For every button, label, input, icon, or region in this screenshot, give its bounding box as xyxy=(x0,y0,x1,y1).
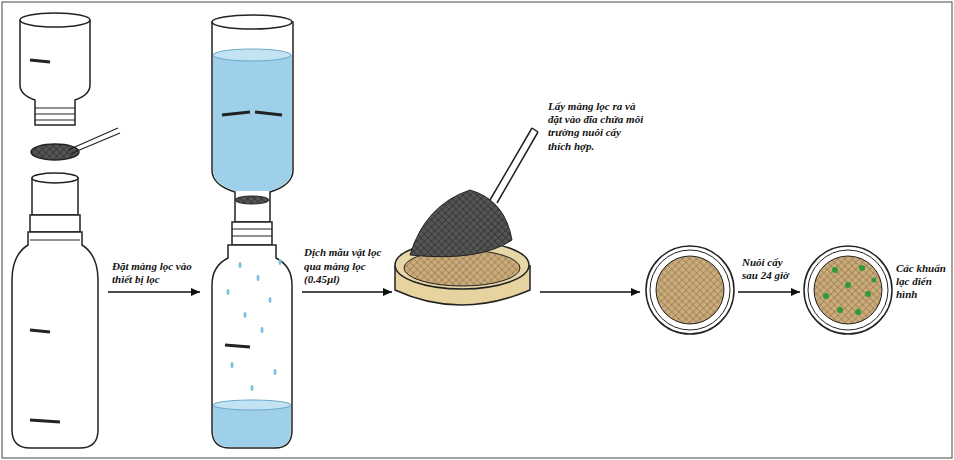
result-label: Các khuẩn lạc điển hình xyxy=(896,262,950,302)
step-label: Đặt màng lọc vào thiết bị lọc xyxy=(112,260,202,286)
step-label: Lấy màng lọc ra và đặt vào đĩa chứa môi … xyxy=(548,100,644,153)
step-label: Nuôi cấy sau 24 giờ xyxy=(742,256,800,282)
step-label: Dịch mẫu vật lọc qua màng lọc (0.45µl) xyxy=(304,246,394,286)
